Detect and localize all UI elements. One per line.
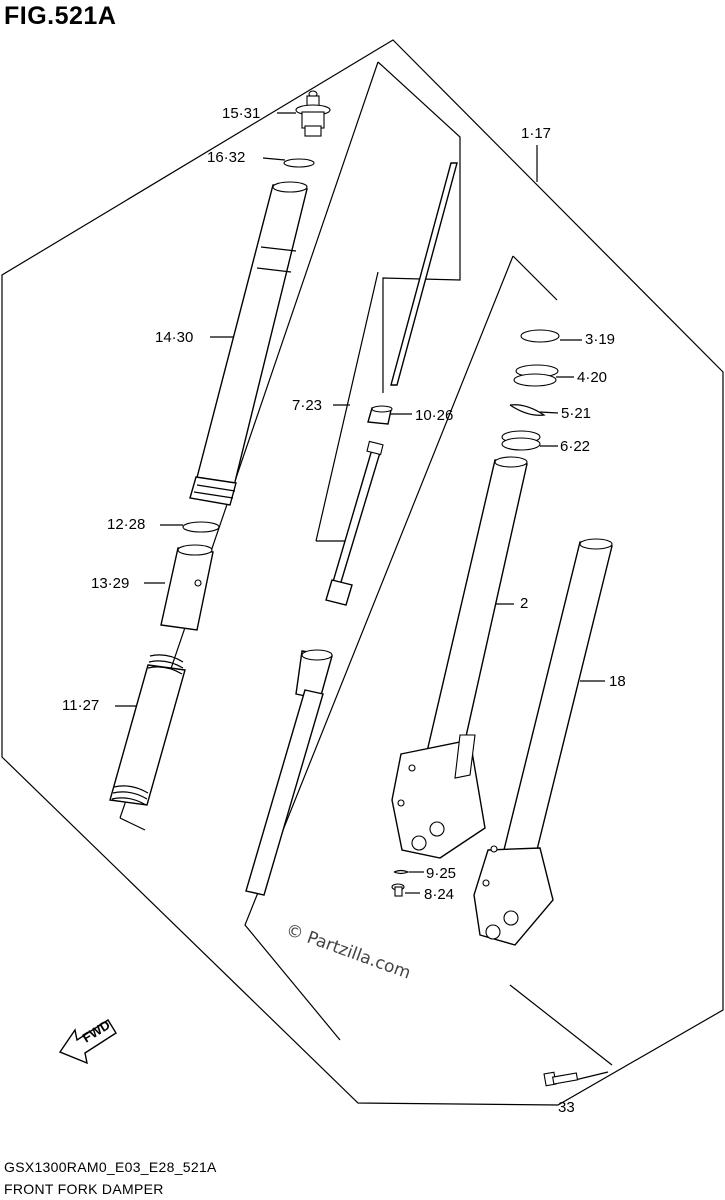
figure-code: GSX1300RAM0_E03_E28_521A <box>4 1159 217 1175</box>
damper-group-outline <box>377 61 461 393</box>
callout-14-30: 14·30 <box>155 329 194 346</box>
inner-tube-2-part <box>391 456 528 859</box>
callout-13-29: 13·29 <box>91 575 130 592</box>
oil-seal-6-part <box>501 430 541 451</box>
assembly-outline <box>1 39 724 1106</box>
fwd-arrow-icon <box>58 1019 117 1065</box>
seal-3-part <box>520 329 560 343</box>
callout-16-32: 16·32 <box>207 149 246 166</box>
bush-10-part <box>367 405 393 425</box>
callout-33: 33 <box>558 1099 575 1116</box>
dust-seal-4-part <box>513 364 559 387</box>
callout-11-27: 11·27 <box>62 697 100 714</box>
callout-8-24: 8·24 <box>424 886 455 903</box>
outer-tube-14-part <box>189 181 308 506</box>
callout-6-22: 6·22 <box>560 438 591 455</box>
callout-2: 2 <box>520 595 529 612</box>
callout-15-31: 15·31 <box>222 105 261 122</box>
ring-12-part <box>182 521 220 533</box>
callout-9-25: 9·25 <box>426 865 457 882</box>
callout-10-26: 10·26 <box>415 407 454 424</box>
callout-5-21: 5·21 <box>561 405 592 422</box>
collar-13-part <box>160 544 214 631</box>
tube-group-outline <box>512 255 558 301</box>
callout-4-20: 4·20 <box>577 369 608 386</box>
spring-11-part <box>109 654 186 806</box>
bolt-33-part <box>543 1071 579 1087</box>
damper-rod-7-part <box>245 162 458 896</box>
ring-9-part <box>393 869 410 875</box>
callout-18: 18 <box>609 673 626 690</box>
inner-tube-18-part <box>473 538 613 946</box>
callout-12-28: 12·28 <box>107 516 146 533</box>
callout-7-23: 7·23 <box>292 397 323 414</box>
screw-8-part <box>391 883 405 897</box>
adjuster-bolt-15-part <box>295 90 331 137</box>
callout-3-19: 3·19 <box>585 331 616 348</box>
figure-description: FRONT FORK DAMPER <box>4 1181 164 1197</box>
stopper-ring-5-part <box>509 404 546 416</box>
o-ring-16-part <box>283 158 315 168</box>
figure-title: FIG.521A <box>4 2 117 30</box>
callout-1-17: 1·17 <box>521 125 552 142</box>
